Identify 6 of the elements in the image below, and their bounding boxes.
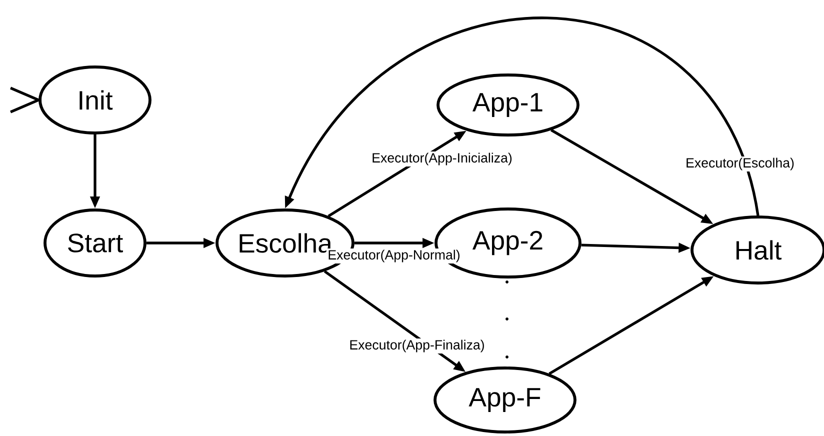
edge-label: Executor(App-Normal)	[326, 248, 462, 264]
edge-label: Executor(Escolha)	[684, 156, 796, 172]
edge-label: Executor(App-Finaliza)	[348, 338, 486, 354]
edge-label: Executor(App-Inicializa)	[370, 151, 514, 167]
arrow	[10, 86, 42, 114]
arrow	[284, 16, 760, 216]
